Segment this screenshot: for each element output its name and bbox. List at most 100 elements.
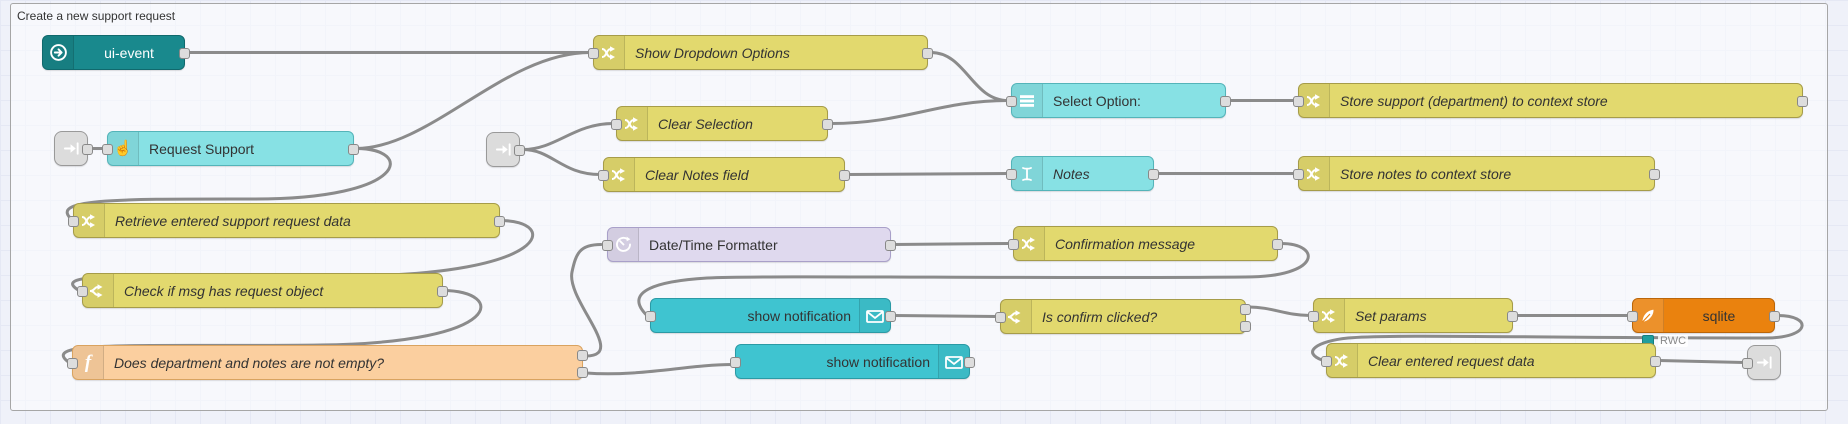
shuffle-icon [1327,344,1358,377]
node-show-notification-2[interactable]: show notification [730,344,975,379]
switch-icon [1001,300,1032,333]
output-port[interactable] [822,119,833,130]
shuffle-icon [594,36,625,69]
wire[interactable] [584,363,734,376]
node-clear-entered-data[interactable]: Clear entered request data [1321,343,1661,378]
input-port[interactable] [598,170,609,181]
output-port[interactable] [514,145,525,156]
output-port[interactable] [885,240,896,251]
node-label: show notification [747,307,851,324]
output-port[interactable] [437,286,448,297]
input-port[interactable] [602,240,613,251]
input-port[interactable] [1006,96,1017,107]
output-port[interactable] [1769,311,1780,322]
input-port[interactable] [1293,169,1304,180]
node-retrieve-data[interactable]: Retrieve entered support request data [68,203,505,238]
node-ui-event[interactable]: ui-event [42,35,190,70]
output-port-2[interactable] [1240,321,1251,332]
node-request-support[interactable]: ☝ Request Support [102,131,359,166]
output-port[interactable] [1650,356,1661,367]
link-in-node[interactable] [54,131,93,166]
output-port[interactable] [1220,96,1231,107]
node-datetime-formatter[interactable]: Date/Time Formatter [602,227,896,262]
link-icon [495,143,511,156]
output-port[interactable] [494,216,505,227]
output-port[interactable] [885,311,896,322]
wire[interactable] [521,148,602,176]
node-label: Clear Notes field [645,166,749,183]
wire[interactable] [1311,314,1804,362]
input-port[interactable] [1742,358,1753,369]
timer-icon [608,228,639,261]
input-port[interactable] [1008,239,1019,250]
wire[interactable] [354,51,592,150]
input-port[interactable] [1293,96,1304,107]
output-port[interactable] [1148,169,1159,180]
input-port[interactable] [645,311,656,322]
input-port[interactable] [611,119,622,130]
node-label: Retrieve entered support request data [115,212,351,229]
output-port[interactable] [82,144,93,155]
wire[interactable] [846,172,1010,176]
node-confirmation-message[interactable]: Confirmation message [1008,226,1283,261]
node-store-notes[interactable]: Store notes to context store [1293,156,1660,191]
wire[interactable] [892,314,999,318]
wire[interactable] [1657,359,1746,364]
wire[interactable] [521,122,615,151]
input-port[interactable] [1308,311,1319,322]
input-port[interactable] [588,48,599,59]
wire[interactable] [929,51,1010,102]
input-port[interactable] [68,216,79,227]
function-icon: f [73,346,104,379]
node-store-support[interactable]: Store support (department) to context st… [1293,83,1808,118]
wire[interactable] [1247,305,1312,317]
input-port[interactable] [102,144,113,155]
output-port[interactable] [964,357,975,368]
input-port[interactable] [1321,356,1332,367]
envelope-icon [938,345,969,378]
output-port[interactable] [922,48,933,59]
node-notes[interactable]: Notes [1006,156,1159,191]
input-port[interactable] [67,358,78,369]
node-label: Request Support [149,140,255,157]
input-port[interactable] [77,286,88,297]
input-port[interactable] [1627,311,1638,322]
node-show-notification-1[interactable]: show notification [645,298,896,333]
output-port-1[interactable] [577,350,588,361]
node-set-params[interactable]: Set params [1308,298,1518,333]
node-clear-notes-field[interactable]: Clear Notes field [598,157,850,192]
link-out-node[interactable] [1742,345,1781,380]
output-port[interactable] [839,170,850,181]
node-label: Show Dropdown Options [635,44,790,61]
output-port[interactable] [348,144,359,155]
node-is-confirm-clicked[interactable]: Is confirm clicked? [995,299,1251,334]
shuffle-icon [617,107,648,140]
node-label: Is confirm clicked? [1042,308,1158,325]
input-port[interactable] [1006,169,1017,180]
node-select-option[interactable]: Select Option: [1006,83,1231,118]
input-port[interactable] [730,357,741,368]
output-port[interactable] [1797,96,1808,107]
group-label: Create a new support request [17,9,176,23]
wire[interactable] [570,243,603,358]
link-in-node[interactable] [486,132,525,167]
node-check-msg[interactable]: Check if msg has request object [77,273,448,308]
wire[interactable] [637,242,1310,317]
node-sqlite[interactable]: sqlite [1627,298,1780,333]
input-port[interactable] [995,312,1006,323]
output-port[interactable] [1649,169,1660,180]
node-show-dropdown-options[interactable]: Show Dropdown Options [588,35,933,70]
output-port[interactable] [1272,239,1283,250]
node-clear-selection[interactable]: Clear Selection [611,106,833,141]
wire[interactable] [892,242,1012,246]
output-port[interactable] [179,48,190,59]
output-port[interactable] [1507,311,1518,322]
node-does-dept-notes[interactable]: f Does department and notes are not empt… [67,345,588,380]
node-label: Notes [1053,165,1090,182]
output-port-2[interactable] [577,367,588,378]
output-port-1[interactable] [1240,304,1251,315]
wire[interactable] [829,99,1010,125]
shuffle-icon [1299,157,1330,190]
hand-pointer-icon: ☝ [108,132,139,165]
